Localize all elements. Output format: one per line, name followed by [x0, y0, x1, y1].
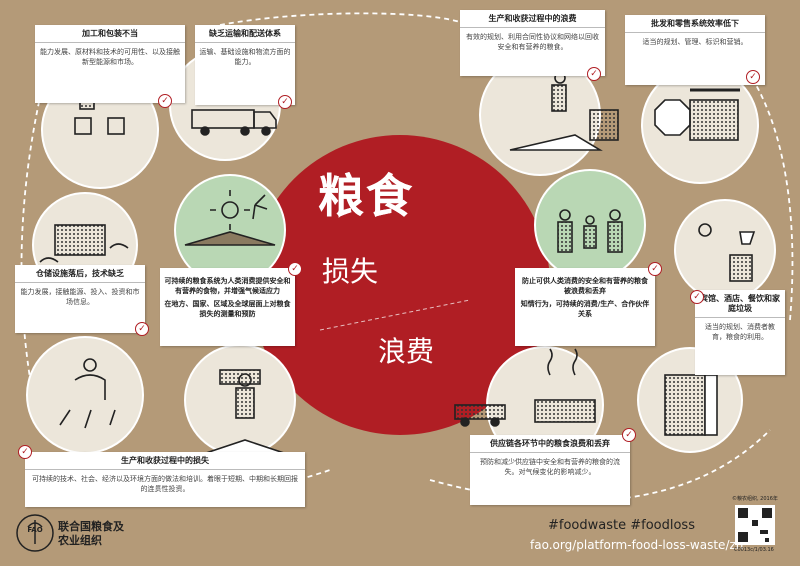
card-harvest-loss: 生产和收获过程中的损失 可持续的技术、社会、经济以及环境方面的做法和培训。着眼于… — [25, 452, 305, 507]
card-title: 缺乏运输和配送体系 — [195, 25, 295, 43]
card-title: 生产和收获过程中的浪费 — [460, 10, 605, 28]
card-body: 可持续的粮食系统为人类消费提供安全和有营养的食物，并增强气候适应力 在地方、国家… — [160, 268, 295, 326]
card-storage: 仓储设施落后，技术缺乏 能力发展，接触能源、投入、投资和市场信息。 — [15, 265, 145, 333]
hashtags[interactable]: #foodwaste #foodloss — [548, 518, 695, 533]
card-title: 加工和包装不当 — [35, 25, 185, 43]
truck-icon — [191, 109, 277, 136]
card-body: 能力发展，接触能源、投入、投资和市场信息。 — [20, 288, 140, 306]
checkmark-icon: ✓ — [587, 67, 601, 81]
card-paragraph: 知情行为，可持续的消费/生产、合作伙伴关系 — [520, 300, 650, 318]
checkmark-icon: ✓ — [18, 445, 32, 459]
checkmark-icon: ✓ — [746, 70, 760, 84]
checkmark-icon: ✓ — [135, 322, 149, 336]
copyright: ©粮农组织, 2016年 — [732, 496, 778, 502]
stop-sign-icon — [654, 99, 691, 136]
card-packaging: 加工和包装不当 能力发展、原材料和技术的可用性、以及接触新型能源和市场。 — [35, 25, 185, 103]
card-transport: 缺乏运输和配送体系 运输、基础设施和物流方面的能力。 — [195, 25, 295, 105]
checkmark-icon: ✓ — [278, 95, 292, 109]
card-title: 仓储设施落后，技术缺乏 — [15, 265, 145, 283]
card-body: 可持续的技术、社会、经济以及环境方面的做法和培训。着眼于短期、中期和长期回报的连… — [32, 475, 298, 493]
card-retail: 批发和零售系统效率低下 适当的规划、管理、标识和营销。 — [625, 15, 765, 85]
checkmark-icon: ✓ — [288, 262, 302, 276]
central-red-circle — [250, 135, 550, 435]
card-paragraph: 在地方、国家、区域及全球层面上对粮食损失的测量和预防 — [164, 300, 291, 318]
card-body: 适当的规划、管理、标识和营销。 — [642, 38, 748, 46]
farmer-icon — [509, 72, 619, 151]
card-title: 生产和收获过程中的损失 — [25, 452, 305, 470]
checkmark-icon: ✓ — [648, 262, 662, 276]
card-body: 预防和减少供应链中安全和有营养的粮食的流失。对气候变化的影响减少。 — [480, 458, 620, 476]
org-name: 联合国粮食及 农业组织 — [58, 520, 124, 548]
fridge-icon — [664, 374, 706, 436]
card-title: 供应链各环节中的粮食浪费和丢弃 — [470, 435, 630, 453]
card-body: 能力发展、原材料和技术的可用性、以及接触新型能源和市场。 — [40, 48, 180, 66]
card-body: 有效的规划、利用合同性协议和网络以回收安全和有营养的粮食。 — [466, 33, 599, 51]
card-paragraph: 防止可供人类消费的安全和有营养的粮食被浪费和丢弃 — [522, 277, 648, 295]
checkmark-icon: ✓ — [690, 290, 704, 304]
family-icon — [557, 209, 623, 253]
title-loss: 损失 — [322, 255, 379, 288]
card-center-right: 防止可供人类消费的安全和有营养的粮食被浪费和丢弃 知情行为，可持续的消费/生产、… — [515, 268, 655, 346]
household-circle — [674, 199, 776, 301]
card-body: 防止可供人类消费的安全和有营养的粮食被浪费和丢弃 知情行为，可持续的消费/生产、… — [515, 268, 655, 326]
checkmark-icon: ✓ — [158, 94, 172, 108]
card-body: 适当的规划、消费者教育，粮食的利用。 — [705, 323, 775, 341]
fao-logo-icon — [16, 514, 54, 552]
card-paragraph: 可持续的粮食系统为人类消费提供安全和有营养的食物，并增强气候适应力 — [164, 277, 291, 295]
org-name-line1: 联合国粮食及 — [58, 520, 124, 533]
shelf-icon — [689, 99, 739, 141]
url-link[interactable]: fao.org/platform-food-loss-waste/zh — [530, 538, 744, 552]
card-title: 宾馆、酒店、餐饮和家庭垃圾 — [695, 290, 785, 318]
card-harvest-waste: 生产和收获过程中的浪费 有效的规划、利用合同性协议和网络以回收安全和有营养的粮食… — [460, 10, 605, 76]
card-body: 运输、基础设施和物流方面的能力。 — [199, 48, 291, 66]
card-supply-chain: 供应链各环节中的粮食浪费和丢弃 预防和减少供应链中安全和有营养的粮食的流失。对气… — [470, 435, 630, 505]
checkmark-icon: ✓ — [622, 428, 636, 442]
farmer-circle — [26, 336, 144, 454]
card-center-left: 可持续的粮食系统为人类消费提供安全和有营养的食物，并增强气候适应力 在地方、国家… — [160, 268, 295, 346]
box-icon — [74, 117, 92, 135]
title-waste: 浪费 — [378, 335, 435, 368]
doc-code: C0013c/1/03.16 — [734, 547, 774, 553]
qr-code-icon — [735, 505, 775, 545]
card-hotels: 宾馆、酒店、餐饮和家庭垃圾 适当的规划、消费者教育，粮食的利用。 — [695, 290, 785, 375]
family-circle — [534, 169, 646, 281]
fao-logo-text: FAO — [27, 526, 43, 534]
card-title: 批发和零售系统效率低下 — [625, 15, 765, 33]
org-name-line2: 农业组织 — [58, 534, 102, 547]
title-main: 粮食 — [318, 169, 414, 223]
